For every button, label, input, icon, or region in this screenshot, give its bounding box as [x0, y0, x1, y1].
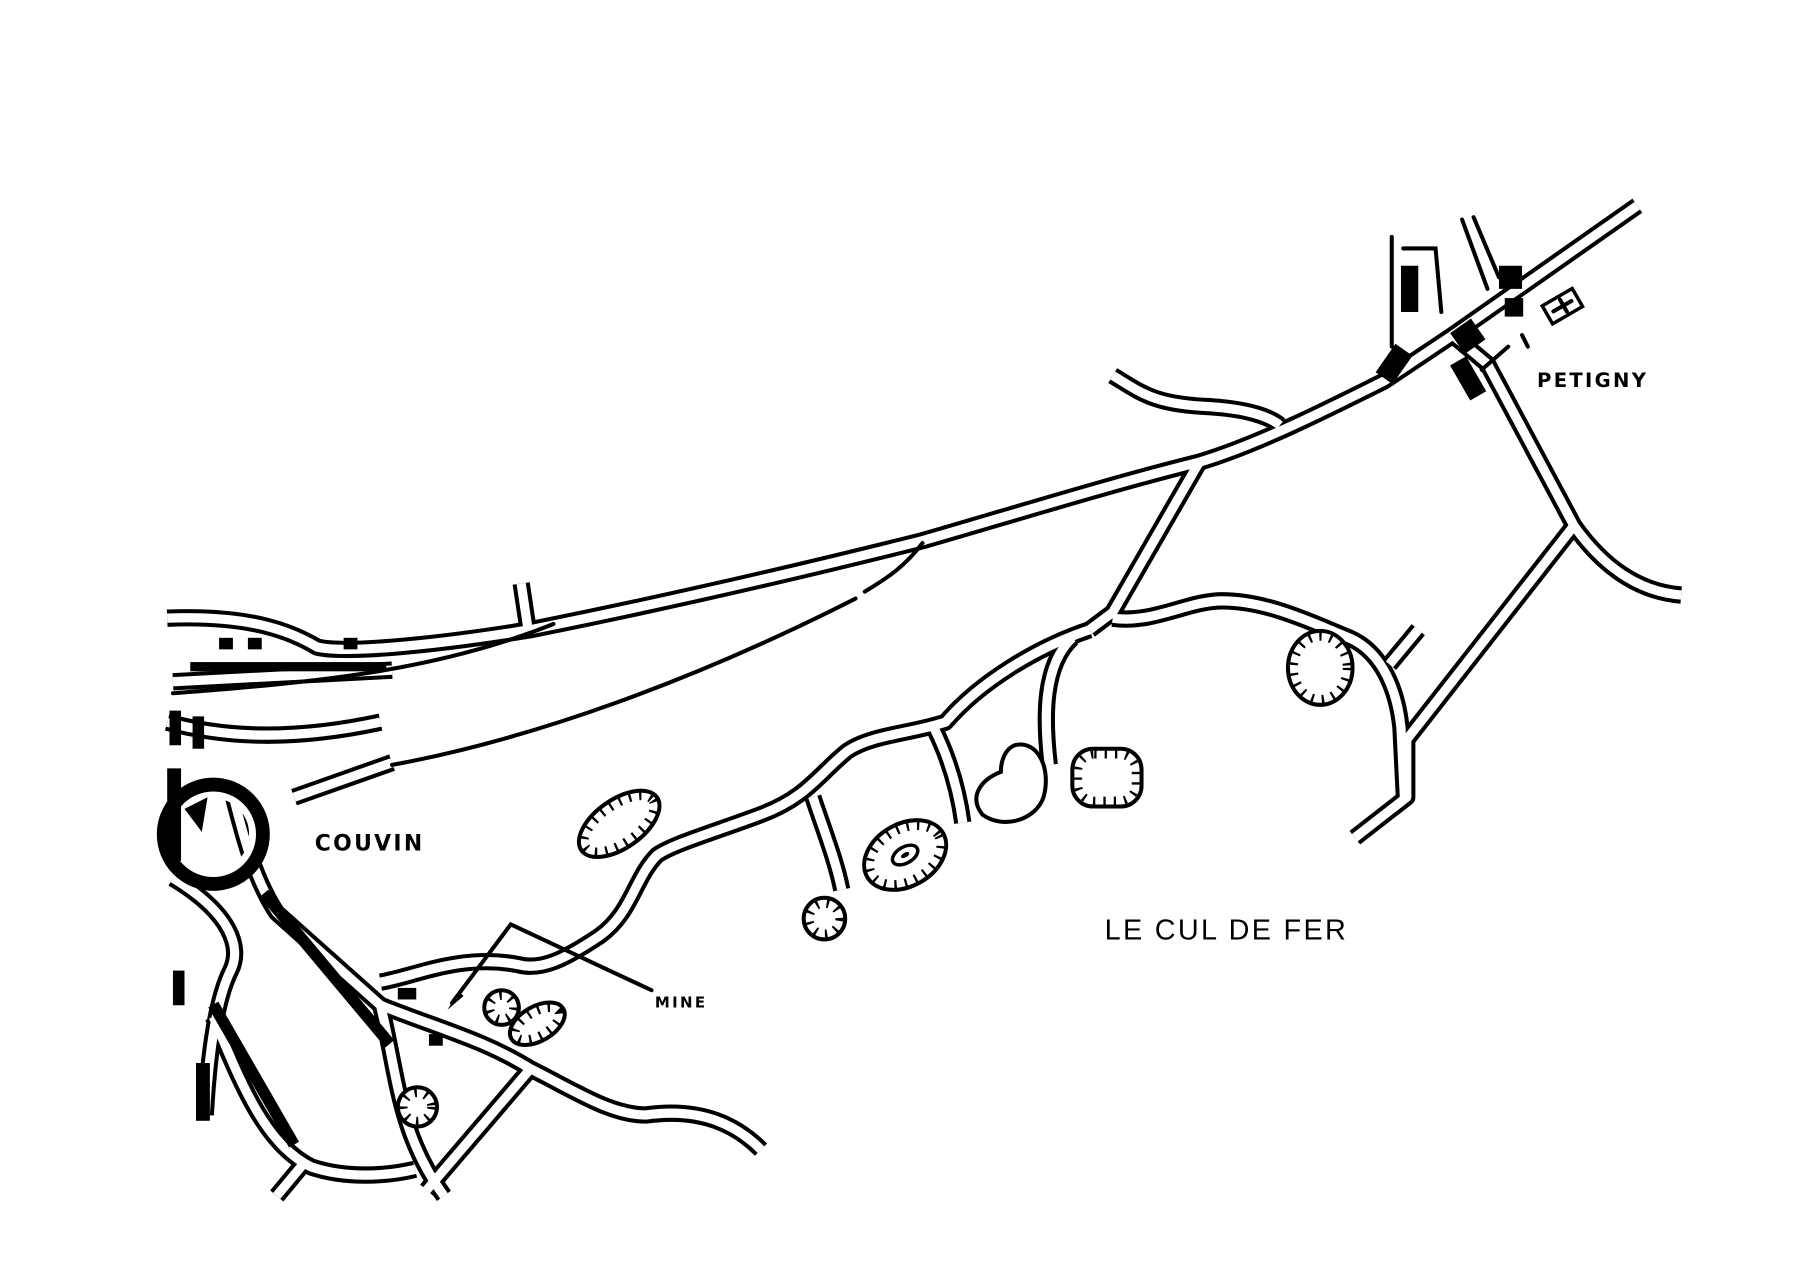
crater-icon [1285, 628, 1355, 707]
crater-icon [482, 988, 521, 1027]
crater-icon [801, 895, 848, 942]
east-loop-road [1111, 592, 1414, 798]
crater-icon [507, 1000, 567, 1047]
crater-icon [576, 788, 662, 859]
crater-icon [974, 742, 1048, 824]
church-icon [1539, 286, 1585, 327]
railway-lines [170, 541, 925, 767]
crater-icon [1070, 746, 1144, 809]
petigny-village [1375, 215, 1585, 401]
craters [395, 628, 1355, 1129]
crater-icon [395, 1085, 440, 1129]
buildings [167, 637, 443, 1148]
label-le-cul-de-fer: LE CUL DE FER [1105, 914, 1348, 946]
label-petigny: PETIGNY [1537, 369, 1648, 392]
label-mine: MINE [655, 994, 707, 1012]
label-couvin: COUVIN [315, 831, 425, 856]
mine-pointer [447, 921, 654, 1010]
roads-inner [165, 201, 1682, 1199]
crater-icon [862, 818, 949, 892]
